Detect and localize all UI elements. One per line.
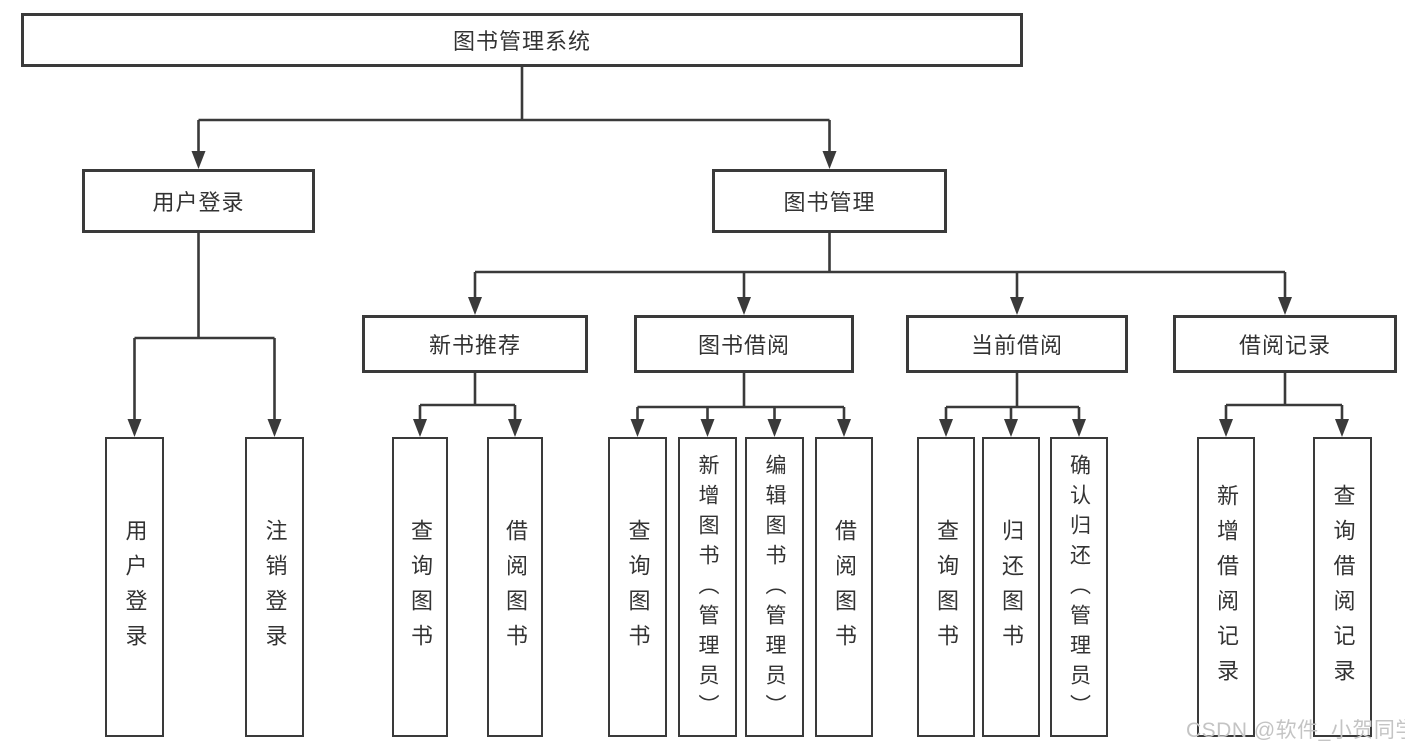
- node-current-borrowing: 当前借阅: [906, 315, 1128, 373]
- leaf-label: 查询借阅记录: [1330, 484, 1356, 694]
- node-label: 用户登录: [152, 190, 245, 215]
- connector-user-login-to-leaves: [127, 233, 282, 437]
- leaf-logout: 注销登录: [245, 437, 304, 737]
- leaf-label: 借阅图书: [503, 519, 528, 659]
- node-book-management: 图书管理: [712, 169, 947, 233]
- node-borrow-records: 借阅记录: [1173, 315, 1397, 373]
- connector-current-borrow-to-leaves: [939, 373, 1086, 437]
- node-book-borrowing: 图书借阅: [634, 315, 854, 373]
- node-label: 新书推荐: [428, 333, 521, 358]
- node-label: 借阅记录: [1238, 333, 1331, 358]
- leaf-query-borrow-record: 查询借阅记录: [1313, 437, 1372, 737]
- node-library-system: 图书管理系统: [21, 13, 1023, 67]
- leaf-add-books-admin: 新增图书（管理员）: [678, 437, 737, 737]
- connector-root-to-level2: [191, 67, 837, 169]
- connector-new-book-rec-to-leaves: [413, 373, 522, 437]
- csdn-watermark: CSDN @软件_小贺同学: [1186, 719, 1405, 742]
- leaf-edit-books-admin: 编辑图书（管理员）: [745, 437, 804, 737]
- leaf-user-login: 用户登录: [105, 437, 164, 737]
- node-label: 图书管理: [783, 190, 876, 215]
- connector-borrow-records-to-leaves: [1219, 373, 1349, 437]
- leaf-query-books: 查询图书: [917, 437, 975, 737]
- node-user-login: 用户登录: [82, 169, 315, 233]
- leaf-label: 查询图书: [934, 519, 959, 659]
- leaf-confirm-return-admin: 确认归还（管理员）: [1050, 437, 1108, 737]
- leaf-label: 编辑图书（管理员）: [763, 454, 786, 724]
- leaf-add-borrow-record: 新增借阅记录: [1197, 437, 1255, 737]
- node-label: 图书管理系统: [452, 29, 591, 54]
- leaf-label: 新增图书（管理员）: [696, 454, 719, 724]
- leaf-label: 查询图书: [408, 519, 433, 659]
- connector-book-mgmt-to-level3: [468, 233, 1292, 315]
- leaf-return-books: 归还图书: [982, 437, 1040, 737]
- node-label: 当前借阅: [970, 333, 1063, 358]
- leaf-query-books: 查询图书: [608, 437, 667, 737]
- node-label: 图书借阅: [697, 333, 790, 358]
- leaf-label: 新增借阅记录: [1214, 484, 1239, 694]
- leaf-label: 归还图书: [999, 519, 1024, 659]
- leaf-query-books: 查询图书: [392, 437, 448, 737]
- leaf-label: 确认归还（管理员）: [1067, 454, 1091, 724]
- leaf-borrow-books: 借阅图书: [815, 437, 873, 737]
- leaf-label: 借阅图书: [832, 519, 857, 659]
- connector-book-borrow-to-leaves: [630, 373, 851, 437]
- leaf-label: 查询图书: [625, 519, 651, 659]
- node-new-book-recommend: 新书推荐: [362, 315, 588, 373]
- leaf-label: 用户登录: [122, 519, 148, 659]
- leaf-label: 注销登录: [262, 519, 288, 659]
- leaf-borrow-books: 借阅图书: [487, 437, 543, 737]
